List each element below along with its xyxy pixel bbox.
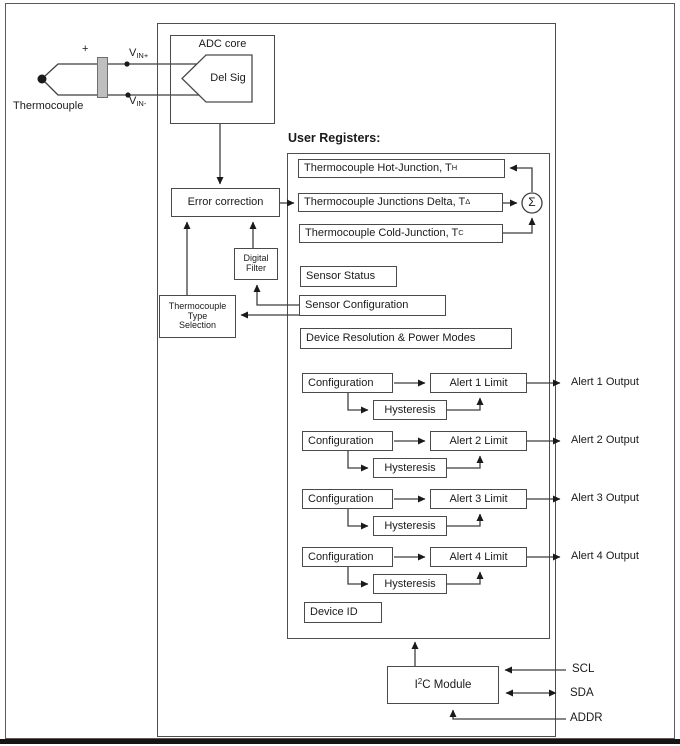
- alert1-hysteresis-box: Hysteresis: [373, 400, 447, 420]
- wire-config1-to-hysteresis1: [347, 393, 369, 414]
- digital-filter-line1: Digital: [243, 253, 269, 264]
- vin-minus-sub: IN-: [136, 99, 147, 108]
- alert2-configuration-box: Configuration: [302, 431, 393, 451]
- i2c-rest: C Module: [422, 679, 472, 692]
- i2c-module-label: I2C Module: [414, 677, 472, 692]
- summation-symbol: Σ: [528, 195, 536, 209]
- register-sensor-configuration: Sensor Configuration: [299, 295, 446, 316]
- wire-addr: [449, 709, 566, 720]
- wire-config3-to-hysteresis3: [347, 509, 369, 530]
- vin-minus-node-icon: [125, 92, 131, 98]
- alert4-output-label: Alert 4 Output: [571, 550, 639, 562]
- type-selection-line1: Thermocouple: [168, 300, 227, 311]
- digital-filter-line2: Filter: [245, 263, 266, 273]
- i2c-module-box: I2C Module: [387, 666, 499, 704]
- alert3-configuration-box: Configuration: [302, 489, 393, 509]
- wire-sensor-config-to-digital-filter: [253, 284, 303, 306]
- alert1-output-label: Alert 1 Output: [571, 376, 639, 388]
- wire-hysteresis1-to-limit1: [447, 397, 484, 411]
- delta-sigma-label: Del Sig: [210, 72, 246, 84]
- scl-pin-label: SCL: [572, 663, 595, 675]
- alert4-configuration-box: Configuration: [302, 547, 393, 567]
- adc-core-box: [170, 35, 275, 124]
- wire-cold-to-sigma: [503, 217, 536, 234]
- error-correction-box: Error correction: [171, 188, 280, 217]
- wire-hysteresis4-to-limit4: [447, 571, 484, 585]
- register-device-resolution: Device Resolution & Power Modes: [300, 328, 512, 349]
- vin-plus-base: V: [129, 47, 137, 59]
- addr-pin-label: ADDR: [570, 712, 603, 724]
- summation-node-icon: [521, 192, 543, 214]
- thermocouple-connector-icon: [97, 57, 108, 98]
- wire-hysteresis3-to-limit3: [447, 513, 484, 527]
- i2c-base: I: [414, 679, 418, 692]
- alert2-limit-box: Alert 2 Limit: [430, 431, 527, 451]
- vin-minus-base: V: [129, 95, 137, 107]
- vin-plus-sub: IN+: [136, 51, 149, 60]
- thermocouple-tip-icon: [37, 74, 47, 84]
- figure-bottom-rule: [0, 739, 680, 744]
- register-device-id: Device ID: [304, 602, 382, 623]
- figure-border: [5, 3, 675, 739]
- wire-config4-to-hysteresis4: [347, 567, 369, 588]
- alert3-hysteresis-box: Hysteresis: [373, 516, 447, 536]
- cold-junction-text: Thermocouple Cold-Junction, T: [305, 227, 459, 240]
- delta-sigma-pentagon-icon: [181, 54, 253, 103]
- alert1-limit-box: Alert 1 Limit: [430, 373, 527, 393]
- adc-core-title: ADC core: [198, 38, 247, 50]
- alert4-hysteresis-box: Hysteresis: [373, 574, 447, 594]
- polarity-plus-label: +: [82, 43, 89, 55]
- register-sensor-status: Sensor Status: [300, 266, 397, 287]
- alert2-hysteresis-box: Hysteresis: [373, 458, 447, 478]
- type-selection-line2: Type: [187, 310, 208, 321]
- junctions-delta-text: Thermocouple Junctions Delta, T: [304, 196, 466, 209]
- sda-pin-label: SDA: [570, 687, 594, 699]
- hot-junction-sub: H: [451, 163, 458, 173]
- alert1-configuration-box: Configuration: [302, 373, 393, 393]
- alert3-output-label: Alert 3 Output: [571, 492, 639, 504]
- wire-config2-to-hysteresis2: [347, 451, 369, 472]
- vin-plus-label: VIN+: [129, 47, 148, 60]
- wire-hysteresis2-to-limit2: [447, 455, 484, 469]
- user-registers-title: User Registers:: [288, 131, 381, 145]
- junctions-delta-sub: Δ: [465, 197, 471, 207]
- i2c-sup: 2: [417, 677, 423, 687]
- wire-vin-minus: [44, 81, 199, 96]
- cold-junction-sub: C: [458, 228, 464, 238]
- alert2-output-label: Alert 2 Output: [571, 434, 639, 446]
- user-registers-boundary: [287, 153, 550, 639]
- vin-minus-label: VIN-: [129, 95, 146, 108]
- wire-vin-plus: [44, 63, 198, 77]
- type-selection-line3: Selection: [178, 320, 217, 331]
- vin-plus-node-icon: [124, 61, 130, 67]
- alert4-limit-box: Alert 4 Limit: [430, 547, 527, 567]
- hot-junction-text: Thermocouple Hot-Junction, T: [304, 162, 452, 175]
- alert3-limit-box: Alert 3 Limit: [430, 489, 527, 509]
- thermocouple-label: Thermocouple: [13, 100, 84, 112]
- wire-sigma-to-hot: [509, 164, 533, 192]
